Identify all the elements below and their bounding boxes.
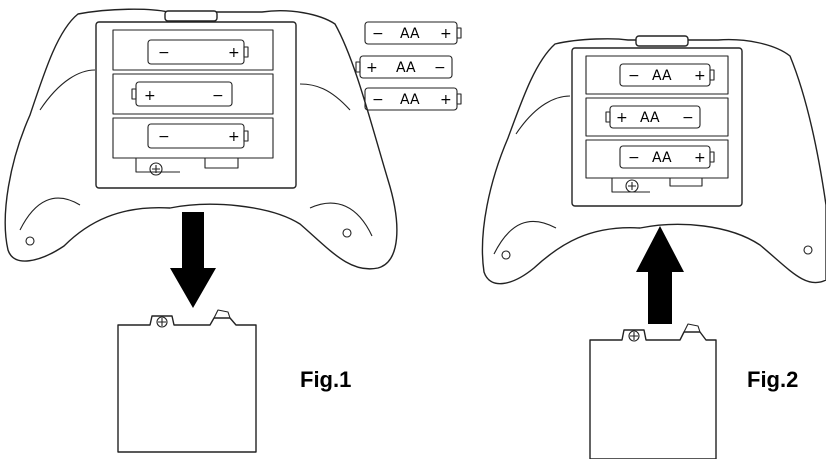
loose-aa-battery-1: − AA + xyxy=(364,21,462,45)
compartment-latch-fig2 xyxy=(611,178,703,193)
battery-plus-label: + xyxy=(616,110,628,126)
grip-hole-left-fig1 xyxy=(25,236,35,246)
controller-contour-fig2 xyxy=(515,95,571,135)
loose-aa-battery-2: + AA − xyxy=(355,55,453,79)
battery-type-label: AA xyxy=(640,110,660,126)
battery-plus-label: + xyxy=(228,45,240,61)
battery-minus-label: − xyxy=(372,26,384,42)
arrow-down-icon xyxy=(170,212,216,308)
battery-slot-3-fig1 xyxy=(112,117,274,159)
figure-label-1: Fig.1 xyxy=(300,367,351,392)
cover-tab-fig1 xyxy=(213,309,231,319)
figure-2: − AA + + AA − − AA + Fig.2 xyxy=(481,35,826,459)
battery-cover-fig1 xyxy=(117,315,257,453)
battery-slot-3-battery: − + xyxy=(147,123,249,149)
battery-slot-1-fig1 xyxy=(112,29,274,71)
screw-cross-cover-fig2 xyxy=(630,332,638,340)
fig2-battery-1: − AA + xyxy=(619,63,715,87)
screw-icon xyxy=(149,162,163,176)
screw-icon xyxy=(625,179,639,193)
cover-tab-fig2 xyxy=(683,323,701,333)
battery-plus-label: + xyxy=(440,92,452,108)
controller-bumper-fig1 xyxy=(164,10,218,22)
screw-cross-cover-fig1 xyxy=(158,318,166,326)
controller-grip-line-fig2 xyxy=(493,220,557,255)
grip-hole-right-fig2 xyxy=(803,245,813,255)
battery-type-label: AA xyxy=(400,92,420,108)
arrow-up-icon xyxy=(636,226,684,324)
battery-minus-label: − xyxy=(212,88,224,104)
battery-minus-label: − xyxy=(372,92,384,108)
fig2-battery-3: − AA + xyxy=(619,145,715,169)
battery-minus-label: − xyxy=(434,60,446,76)
battery-minus-label: − xyxy=(628,150,640,166)
controller-grip-line-fig1 xyxy=(19,197,373,237)
battery-minus-label: − xyxy=(628,68,640,84)
battery-slot-1-fig2 xyxy=(585,55,729,95)
battery-type-label: AA xyxy=(652,150,672,166)
grip-hole-right-fig1 xyxy=(342,228,352,238)
screw-icon xyxy=(156,316,168,328)
battery-plus-label: + xyxy=(694,68,706,84)
screw-cross-fig2 xyxy=(628,182,636,190)
battery-slot-2-fig2 xyxy=(585,97,729,137)
battery-plus-label: + xyxy=(144,88,156,104)
battery-slot-2-fig1 xyxy=(112,73,274,115)
battery-cover-fig2 xyxy=(589,329,717,459)
battery-plus-label: + xyxy=(694,150,706,166)
battery-slot-1-battery: − + xyxy=(147,39,249,65)
battery-minus-label: − xyxy=(158,129,170,145)
figure-label-2: Fig.2 xyxy=(747,367,798,392)
controller-contour-fig1 xyxy=(39,69,351,111)
battery-type-label: AA xyxy=(400,26,420,42)
fig2-battery-2: + AA − xyxy=(605,105,701,129)
screw-cross-fig1 xyxy=(152,165,160,173)
battery-type-label: AA xyxy=(652,68,672,84)
grip-hole-left-fig2 xyxy=(501,250,511,260)
compartment-latch-fig1 xyxy=(135,158,239,173)
battery-minus-label: − xyxy=(158,45,170,61)
battery-plus-label: + xyxy=(228,129,240,145)
loose-aa-battery-3: − AA + xyxy=(364,87,462,111)
battery-compartment-fig2 xyxy=(571,47,743,207)
battery-plus-label: + xyxy=(366,60,378,76)
battery-type-label: AA xyxy=(396,60,416,76)
controller-bumper-fig2 xyxy=(635,35,689,47)
battery-slot-3-fig2 xyxy=(585,139,729,179)
battery-plus-label: + xyxy=(440,26,452,42)
battery-slot-2-battery: + − xyxy=(131,81,233,107)
figure-1: − + + − − + − AA + + AA − xyxy=(4,8,462,453)
screw-icon xyxy=(628,330,640,342)
battery-compartment-fig1 xyxy=(95,21,297,189)
battery-minus-label: − xyxy=(682,110,694,126)
